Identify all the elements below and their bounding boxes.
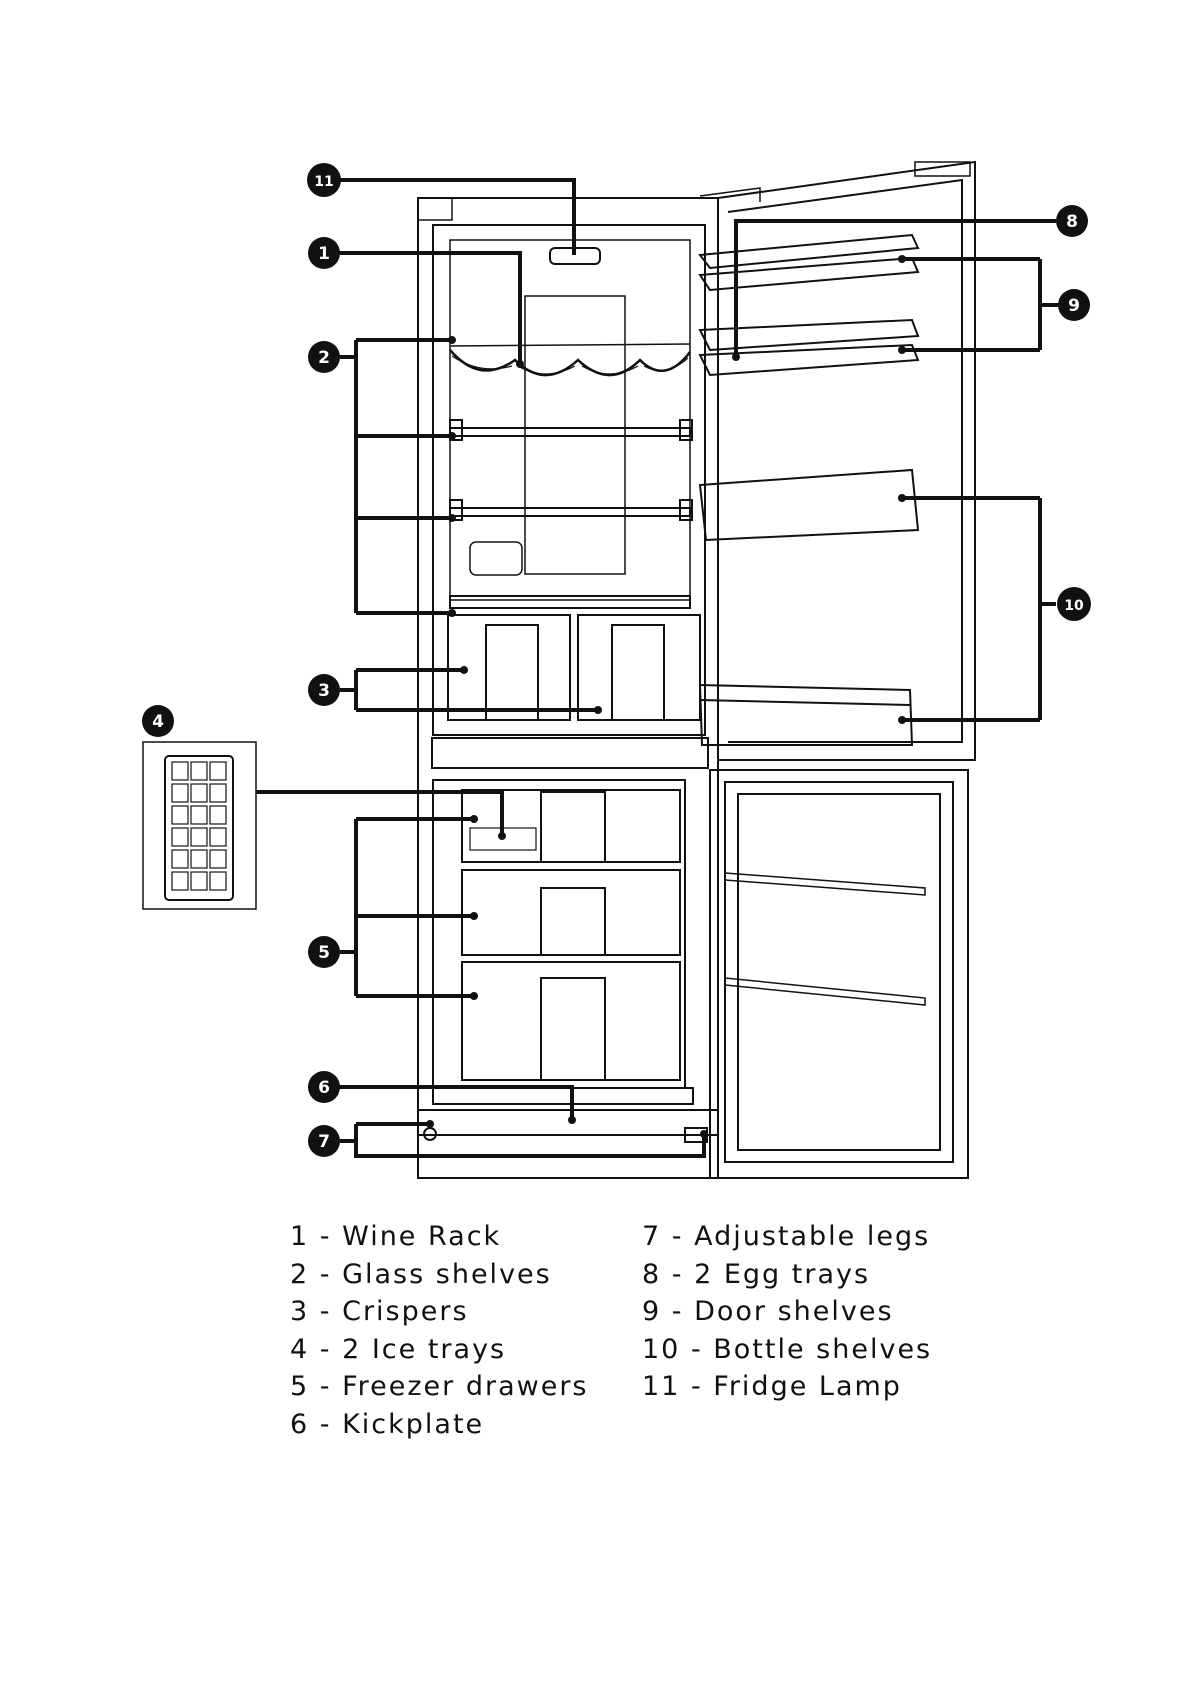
fridge-door	[700, 162, 975, 760]
legend-item-wine-rack: 1 - Wine Rack	[290, 1218, 589, 1256]
wine-rack	[450, 344, 690, 375]
leader-dots	[426, 255, 906, 1138]
callout-9: 9	[1058, 289, 1090, 321]
callout-2: 2	[308, 341, 340, 373]
callout-3-label: 3	[318, 681, 330, 701]
ice-tray-inset	[143, 742, 256, 909]
callout-7: 7	[308, 1125, 340, 1157]
freezer-drawers	[462, 790, 680, 1080]
callout-5-label: 5	[318, 943, 330, 963]
callout-6: 6	[308, 1071, 340, 1103]
legend-item-bottle-shelves: 10 - Bottle shelves	[642, 1331, 932, 1369]
legend-column-left: 1 - Wine Rack 2 - Glass shelves 3 - Cris…	[290, 1218, 589, 1443]
callout-11-label: 11	[314, 174, 333, 190]
kickplate	[424, 1088, 707, 1142]
callout-11: 11	[307, 163, 341, 197]
legend-item-kickplate: 6 - Kickplate	[290, 1406, 589, 1444]
glass-shelves	[450, 420, 692, 608]
ice-tray-cells	[172, 762, 226, 890]
callout-8-label: 8	[1066, 212, 1078, 232]
callout-2-label: 2	[318, 348, 330, 368]
callout-10: 10	[1057, 587, 1091, 621]
legend-item-adjustable-legs: 7 - Adjustable legs	[642, 1218, 932, 1256]
legend-item-glass-shelves: 2 - Glass shelves	[290, 1256, 589, 1294]
legend-item-door-shelves: 9 - Door shelves	[642, 1293, 932, 1331]
legend-item-ice-trays: 4 - 2 Ice trays	[290, 1331, 589, 1369]
crispers	[448, 615, 700, 720]
freezer-door	[710, 770, 968, 1178]
legend-item-freezer-drawers: 5 - Freezer drawers	[290, 1368, 589, 1406]
legend-item-fridge-lamp: 11 - Fridge Lamp	[642, 1368, 932, 1406]
callout-7-label: 7	[318, 1132, 330, 1152]
callout-6-label: 6	[318, 1078, 330, 1098]
callout-9-label: 9	[1068, 296, 1080, 316]
callout-10-label: 10	[1064, 598, 1084, 614]
callout-3: 3	[308, 674, 340, 706]
callout-8: 8	[1056, 205, 1088, 237]
legend-item-egg-trays: 8 - 2 Egg trays	[642, 1256, 932, 1294]
callout-1-label: 1	[318, 244, 330, 264]
legend-column-right: 7 - Adjustable legs 8 - 2 Egg trays 9 - …	[642, 1218, 932, 1406]
callout-4-label: 4	[152, 712, 164, 732]
callout-4: 4	[142, 705, 174, 737]
legend-item-crispers: 3 - Crispers	[290, 1293, 589, 1331]
callout-1: 1	[308, 237, 340, 269]
callout-5: 5	[308, 936, 340, 968]
